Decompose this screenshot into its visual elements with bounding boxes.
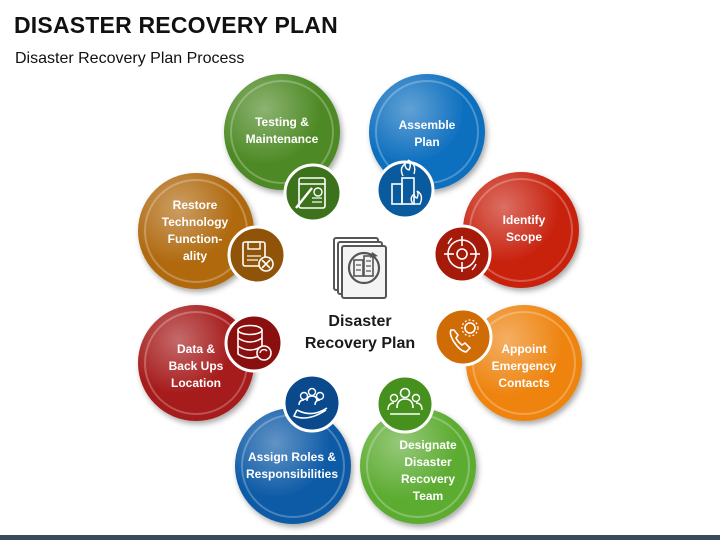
- hand-people-icon: [282, 373, 342, 433]
- team-group-icon: [375, 374, 435, 434]
- step-restore-line-1: Restore: [173, 198, 218, 212]
- step-restore-line-3: Function-: [168, 232, 223, 246]
- step-restore-line-2: Technology: [162, 215, 229, 229]
- step-testing-line-1: Testing &: [255, 115, 309, 129]
- step-assemble-line-2: Plan: [414, 135, 439, 149]
- step-testing-line-2: Maintenance: [246, 132, 319, 146]
- step-team-line-1: Designate: [399, 438, 457, 452]
- step-contacts-line-2: Emergency: [492, 359, 557, 373]
- step-testing: [224, 74, 340, 190]
- database-sync-icon: [224, 313, 284, 373]
- center-label-line-2: Recovery Plan: [305, 335, 415, 352]
- floppy-tools-icon: [227, 225, 287, 285]
- step-contacts-line-1: Appoint: [501, 342, 546, 356]
- step-team-line-3: Recovery: [401, 472, 455, 486]
- step-roles: [235, 408, 351, 524]
- center-label-line-1: Disaster: [328, 313, 391, 330]
- page-title: DISASTER RECOVERY PLAN: [14, 12, 338, 38]
- step-roles-line-1: Assign Roles &: [248, 450, 336, 464]
- step-data-line-3: Location: [171, 376, 221, 390]
- building-fire-icon: [375, 159, 435, 220]
- web-tools-icon: [283, 163, 343, 223]
- step-data-line-2: Back Ups: [169, 359, 224, 373]
- bottom-bar: [0, 535, 720, 540]
- step-assemble: [369, 74, 485, 190]
- step-assemble-line-1: Assemble: [399, 118, 456, 132]
- step-identify: [463, 172, 579, 288]
- step-team-line-2: Disaster: [404, 455, 452, 469]
- step-team: [360, 408, 476, 524]
- step-identify-line-1: Identify: [503, 213, 546, 227]
- step-identify-line-2: Scope: [506, 230, 542, 244]
- phone-gear-icon: [433, 307, 493, 367]
- step-restore: [138, 173, 254, 289]
- step-roles-line-2: Responsibilities: [246, 467, 338, 481]
- step-data-line-1: Data &: [177, 342, 215, 356]
- page-subtitle: Disaster Recovery Plan Process: [15, 50, 245, 67]
- step-restore-line-4: ality: [183, 249, 207, 263]
- target-scope-icon: [432, 224, 492, 284]
- building-book-icon: [333, 237, 387, 299]
- center-node: Disaster Recovery Plan: [305, 237, 415, 352]
- step-contacts-line-3: Contacts: [498, 376, 550, 390]
- step-contacts: [466, 305, 582, 421]
- step-team-line-4: Team: [413, 489, 443, 503]
- step-data: [138, 305, 254, 421]
